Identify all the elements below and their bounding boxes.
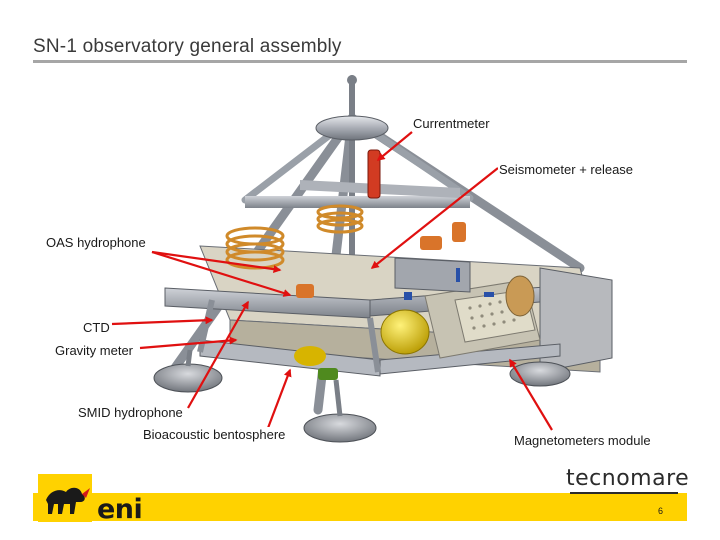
callout-arrows xyxy=(111,131,553,431)
slide-title: SN-1 observatory general assembly xyxy=(33,36,342,57)
label-gravity-meter: Gravity meter xyxy=(54,343,135,358)
eni-wordmark: eni xyxy=(97,494,143,525)
tecnomare-logo: tecnomare xyxy=(566,466,690,491)
label-currentmeter: Currentmeter xyxy=(412,116,491,131)
title-underline xyxy=(33,60,687,63)
label-oas-hydrophone: OAS hydrophone xyxy=(45,235,147,250)
magnetometers-module xyxy=(424,275,541,359)
label-seismometer-release: Seismometer + release xyxy=(498,162,635,177)
label-smid-hydrophone: SMID hydrophone xyxy=(77,405,184,420)
label-ctd: CTD xyxy=(82,320,111,335)
tecnomare-underline xyxy=(570,492,678,494)
label-magnetometers-module: Magnetometers module xyxy=(513,433,652,448)
page-number: 6 xyxy=(658,506,664,516)
coil-assembly xyxy=(225,204,364,270)
eni-six-legged-dog-logo xyxy=(38,474,92,522)
label-bioacoustic-bentosphere: Bioacoustic bentosphere xyxy=(142,427,287,442)
footer-band xyxy=(33,493,687,521)
